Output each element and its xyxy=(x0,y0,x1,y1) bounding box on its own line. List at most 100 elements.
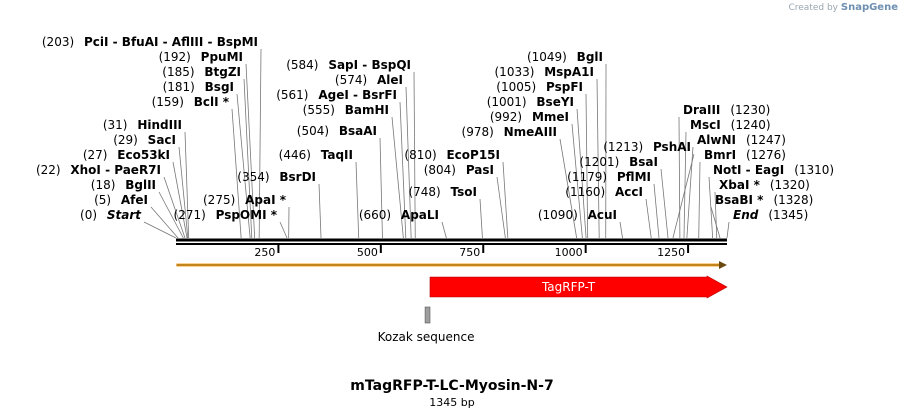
site-bamhi[interactable]: (555) BamHI xyxy=(303,103,389,117)
site-position: (1005) xyxy=(496,80,540,94)
site-bcli[interactable]: (159) BclI * xyxy=(152,95,230,109)
site-pspomi[interactable]: (271) PspOMI * xyxy=(174,208,278,222)
enzyme-name: ApaI * xyxy=(245,193,287,207)
enzyme-name: BamHI xyxy=(345,103,389,117)
site-name: (275) ApaI * xyxy=(203,193,287,207)
tagrfp-t-feature-arrow[interactable] xyxy=(429,275,728,299)
site-sapi-bspqi[interactable]: (584) SapI - BspQI xyxy=(286,58,411,72)
site-pcii-bfuai-afliii-bspmi[interactable]: (203) PciI - BfuAI - AflIII - BspMI xyxy=(42,35,258,49)
watermark-prefix: Created by xyxy=(788,3,838,13)
site-leader xyxy=(686,146,694,239)
enzyme-name: PflMI xyxy=(617,170,651,184)
site-leader xyxy=(143,221,177,239)
site-name: (1049) BglI xyxy=(527,50,603,64)
kozak-feature-box[interactable] xyxy=(424,306,431,324)
site-name: (1001) BseYI xyxy=(487,95,574,109)
site-taqii[interactable]: (446) TaqII xyxy=(279,148,353,162)
enzyme-name: MspA1I xyxy=(544,65,594,79)
site-name: (5) AfeI xyxy=(94,193,148,207)
site-draiii[interactable]: DraIII(1230) xyxy=(683,103,770,117)
site-name: (27) Eco53kI xyxy=(83,148,170,162)
enzyme-name: SacI xyxy=(148,133,176,147)
orf-arrowhead xyxy=(719,261,727,269)
site-saci[interactable]: (29) SacI xyxy=(113,133,176,147)
linear-map: (203) PciI - BfuAI - AflIII - BspMI(192)… xyxy=(36,35,834,344)
site-leader xyxy=(714,191,718,239)
site-bglii[interactable]: (18) BglII xyxy=(91,178,156,192)
site-pspfi[interactable]: (1005) PspFI xyxy=(496,80,583,94)
site-xbai[interactable]: XbaI *(1320) xyxy=(719,178,810,192)
site-pasi[interactable]: (804) PasI xyxy=(424,163,494,177)
site-bsai[interactable]: (1201) BsaI xyxy=(579,155,658,169)
site-hindiii[interactable]: (31) HindIII xyxy=(103,118,182,132)
site-end[interactable]: End(1345) xyxy=(733,208,808,222)
site-acui[interactable]: (1090) AcuI xyxy=(538,208,617,222)
site-bmri[interactable]: BmrI(1276) xyxy=(704,148,786,162)
site-bsabi[interactable]: BsaBI *(1328) xyxy=(715,193,813,207)
site-position: (992) xyxy=(490,110,526,124)
site-position: (1179) xyxy=(567,170,611,184)
site-alwni[interactable]: AlwNI(1247) xyxy=(697,133,786,147)
site-afei[interactable]: (5) AfeI xyxy=(94,193,148,207)
restriction-site-labels: (203) PciI - BfuAI - AflIII - BspMI(192)… xyxy=(36,35,834,222)
enzyme-name: DraIII xyxy=(683,103,720,117)
site-msci[interactable]: MscI(1240) xyxy=(690,118,771,132)
site-bsrdi[interactable]: (354) BsrDI xyxy=(237,170,316,184)
site-bgli[interactable]: (1049) BglI xyxy=(527,50,603,64)
site-apai[interactable]: (275) ApaI * xyxy=(203,193,287,207)
site-name: (660) ApaLI xyxy=(359,208,439,222)
site-acci[interactable]: (1160) AccI xyxy=(565,185,643,199)
site-eco53ki[interactable]: (27) Eco53kI xyxy=(83,148,170,162)
site-pshai[interactable]: (1213) PshAI xyxy=(603,140,691,154)
site-leader xyxy=(710,206,721,239)
site-name: (31) HindIII xyxy=(103,118,182,132)
site-leader xyxy=(653,183,660,239)
site-nmeaiii[interactable]: (978) NmeAIII xyxy=(462,125,557,139)
site-start[interactable]: (0) Start xyxy=(80,208,142,222)
enzyme-name: AccI xyxy=(615,185,643,199)
site-name: (446) TaqII xyxy=(279,148,353,162)
site-name: (1213) PshAI xyxy=(603,140,691,154)
site-mspa1i[interactable]: (1033) MspA1I xyxy=(495,65,595,79)
site-position: (31) xyxy=(103,118,131,132)
site-position: (1310) xyxy=(794,163,834,177)
site-pflmi[interactable]: (1179) PflMI xyxy=(567,170,651,184)
site-tsoi[interactable]: (748) TsoI xyxy=(408,185,477,199)
site-name: NotI - EagI(1310) xyxy=(713,163,834,177)
ruler-tick-label: 1250 xyxy=(657,246,685,259)
site-bsaai[interactable]: (504) BsaAI xyxy=(297,124,377,138)
site-position: (29) xyxy=(113,133,141,147)
site-name: BsaBI *(1328) xyxy=(715,193,813,207)
site-noti-eagi[interactable]: NotI - EagI(1310) xyxy=(713,163,834,177)
site-ecop15i[interactable]: (810) EcoP15I xyxy=(404,148,500,162)
site-position: (185) xyxy=(162,65,198,79)
site-agei-bsrfi[interactable]: (561) AgeI - BsrFI xyxy=(276,88,397,102)
site-btgzi[interactable]: (185) BtgZI xyxy=(162,65,241,79)
site-name: (185) BtgZI xyxy=(162,65,241,79)
site-apali[interactable]: (660) ApaLI xyxy=(359,208,439,222)
site-leader xyxy=(559,138,578,239)
site-position: (1049) xyxy=(527,50,571,64)
site-mmei[interactable]: (992) MmeI xyxy=(490,110,569,124)
site-name: (354) BsrDI xyxy=(237,170,316,184)
site-xhoi-paer7i[interactable]: (22) XhoI - PaeR7I xyxy=(36,163,161,177)
enzyme-name: AlwNI xyxy=(697,133,736,147)
enzyme-name: Eco53kI xyxy=(117,148,170,162)
site-position: (1213) xyxy=(603,140,647,154)
site-leader-lines xyxy=(143,48,730,239)
site-name: (1160) AccI xyxy=(565,185,643,199)
site-name: AlwNI(1247) xyxy=(697,133,786,147)
site-alei[interactable]: (574) AleI xyxy=(335,73,403,87)
site-leader xyxy=(236,93,251,239)
site-name: (181) BsgI xyxy=(163,80,234,94)
site-position: (1276) xyxy=(746,148,786,162)
site-name: (561) AgeI - BsrFI xyxy=(276,88,397,102)
site-bsgi[interactable]: (181) BsgI xyxy=(163,80,234,94)
site-bseyi[interactable]: (1001) BseYI xyxy=(487,95,574,109)
site-leader xyxy=(405,86,412,239)
site-ppumi[interactable]: (192) PpuMI xyxy=(159,50,243,64)
site-name: (1201) BsaI xyxy=(579,155,658,169)
site-name: (29) SacI xyxy=(113,133,176,147)
